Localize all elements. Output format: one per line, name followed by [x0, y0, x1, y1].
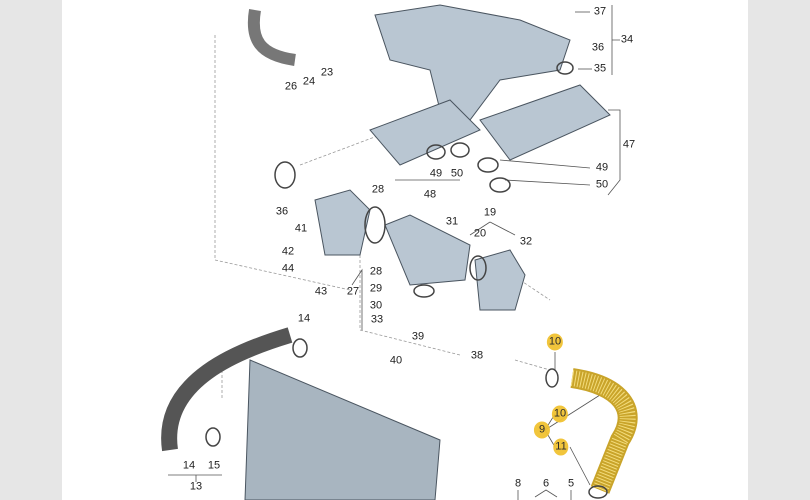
- component-shapes: [161, 4, 611, 500]
- label-28: 28: [371, 183, 385, 196]
- label-31: 31: [445, 215, 459, 228]
- label-11-highlighted[interactable]: 11: [553, 438, 569, 456]
- label-26: 26: [284, 80, 298, 93]
- label-50: 50: [450, 167, 464, 180]
- label-10-highlighted[interactable]: 10: [551, 405, 569, 423]
- label-15: 15: [207, 459, 221, 472]
- label-32: 32: [519, 235, 533, 248]
- label-13: 13: [189, 480, 203, 493]
- label-19: 19: [483, 206, 497, 219]
- manifold-flange-right: [479, 84, 611, 161]
- right-margin: [748, 0, 810, 500]
- label-14: 14: [297, 312, 311, 325]
- label-30: 30: [369, 299, 383, 312]
- label-48: 48: [423, 188, 437, 201]
- label-36: 36: [591, 41, 605, 54]
- label-41: 41: [294, 222, 308, 235]
- label-37: 37: [593, 5, 607, 18]
- label-36: 36: [275, 205, 289, 218]
- intake-manifold-upper: [374, 4, 571, 121]
- intercooler: [244, 359, 441, 500]
- label-44: 44: [281, 262, 295, 275]
- label-9-highlighted[interactable]: 9: [533, 421, 551, 439]
- label-47: 47: [622, 138, 636, 151]
- label-42: 42: [281, 245, 295, 258]
- intake-pipe-27: [384, 214, 471, 286]
- hose-top: [247, 9, 296, 66]
- label-10-highlighted[interactable]: 10: [546, 333, 564, 351]
- hose-14: [161, 327, 293, 452]
- label-27: 27: [346, 285, 360, 298]
- label-14: 14: [182, 459, 196, 472]
- manifold-flange-left: [369, 99, 481, 166]
- label-28: 28: [369, 265, 383, 278]
- label-24: 24: [302, 75, 316, 88]
- label-20: 20: [473, 227, 487, 240]
- label-49: 49: [429, 167, 443, 180]
- label-35: 35: [593, 62, 607, 75]
- left-margin: [0, 0, 62, 500]
- label-40: 40: [389, 354, 403, 367]
- label-33: 33: [370, 313, 384, 326]
- label-5: 5: [567, 477, 575, 490]
- label-49: 49: [595, 161, 609, 174]
- label-23: 23: [320, 66, 334, 79]
- leader-lines: [168, 5, 621, 500]
- label-50: 50: [595, 178, 609, 191]
- clamps: [205, 61, 608, 499]
- throttle-valve-19: [474, 249, 526, 311]
- label-8: 8: [514, 477, 522, 490]
- label-38: 38: [470, 349, 484, 362]
- label-34: 34: [620, 33, 634, 46]
- throttle-body-41: [314, 189, 371, 256]
- label-39: 39: [411, 330, 425, 343]
- label-43: 43: [314, 285, 328, 298]
- label-29: 29: [369, 282, 383, 295]
- label-6: 6: [542, 477, 550, 490]
- highlighted-hose: [570, 368, 638, 494]
